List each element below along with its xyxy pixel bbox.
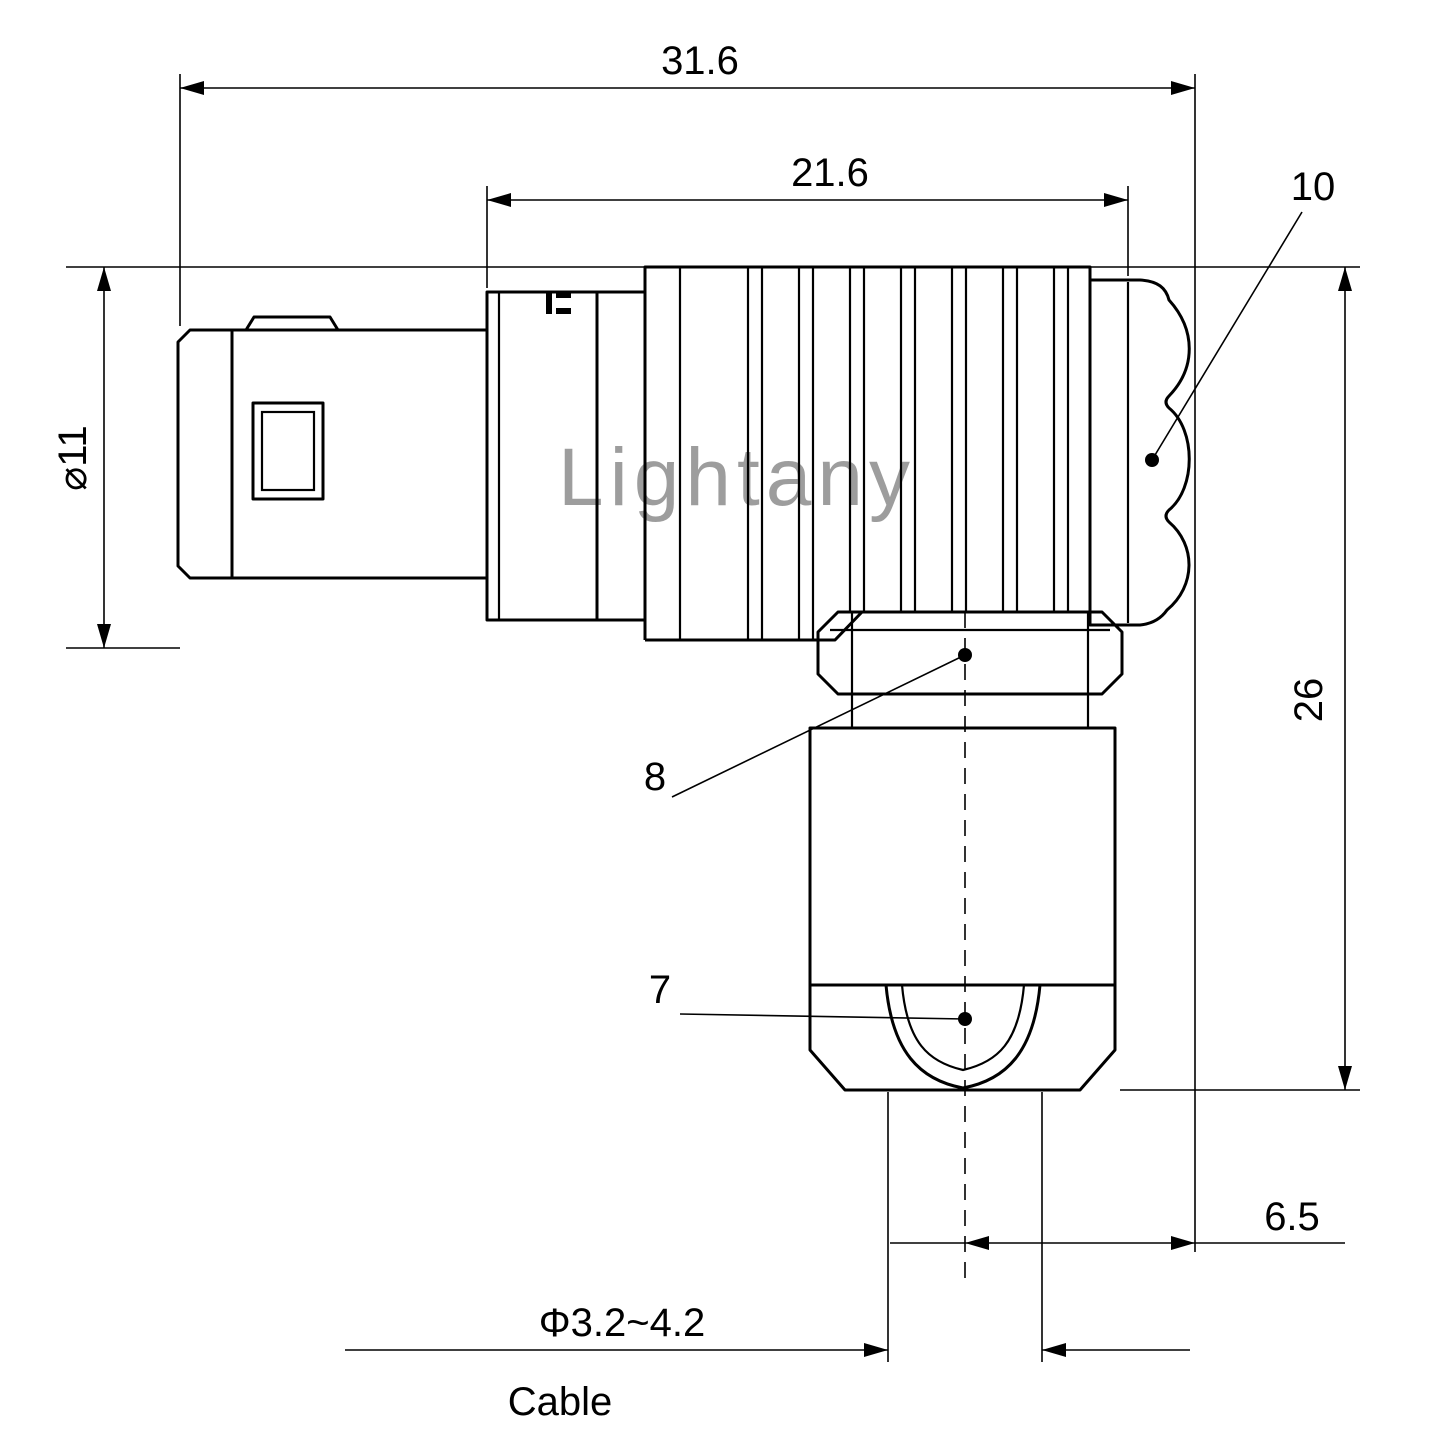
dim-body-diameter: ⌀11 <box>51 267 111 648</box>
dim-cable-diameter: Φ3.2~4.2 Cable <box>345 1301 1190 1424</box>
cable-tube <box>808 726 1117 1092</box>
ribbed-sleeve <box>643 265 1092 642</box>
back-nut <box>1088 278 1191 627</box>
leader-dot-10 <box>1145 453 1159 467</box>
dim-text-elbow-height: 26 <box>1287 678 1331 723</box>
dim-offset: 6.5 <box>890 1195 1345 1250</box>
callout-text-7: 7 <box>649 968 671 1012</box>
extension-lines <box>66 74 1360 1362</box>
callout-text-10: 10 <box>1291 165 1336 209</box>
callout-10: 10 <box>1145 165 1335 467</box>
dim-overall-length: 31.6 <box>180 39 1195 95</box>
leader-dot-7 <box>958 1012 972 1026</box>
dim-text-cable-word: Cable <box>508 1380 613 1424</box>
dim-text-offset: 6.5 <box>1264 1195 1320 1239</box>
watermark-text: Lightany <box>558 432 916 523</box>
connector-side-view <box>176 265 1191 1285</box>
dim-text-overall-length: 31.6 <box>661 39 739 83</box>
logo-stamp <box>546 292 571 314</box>
dim-text-body-diameter: ⌀11 <box>51 425 95 491</box>
dim-text-cable-diameter: Φ3.2~4.2 <box>539 1301 705 1345</box>
latch-window <box>251 401 325 501</box>
collet-slot-inner <box>900 984 1026 1072</box>
dim-sleeve-length: 21.6 <box>487 151 1128 207</box>
callout-text-8: 8 <box>644 755 666 799</box>
elbow-hex-nut <box>816 610 1124 728</box>
collet-slot-outer <box>884 984 1042 1090</box>
front-barrel <box>176 315 489 580</box>
leader-dot-8 <box>958 648 972 662</box>
callout-8: 8 <box>644 648 972 799</box>
dim-text-sleeve-length: 21.6 <box>791 151 869 195</box>
callout-7: 7 <box>649 968 972 1026</box>
dim-elbow-height: 26 <box>1287 267 1352 1090</box>
